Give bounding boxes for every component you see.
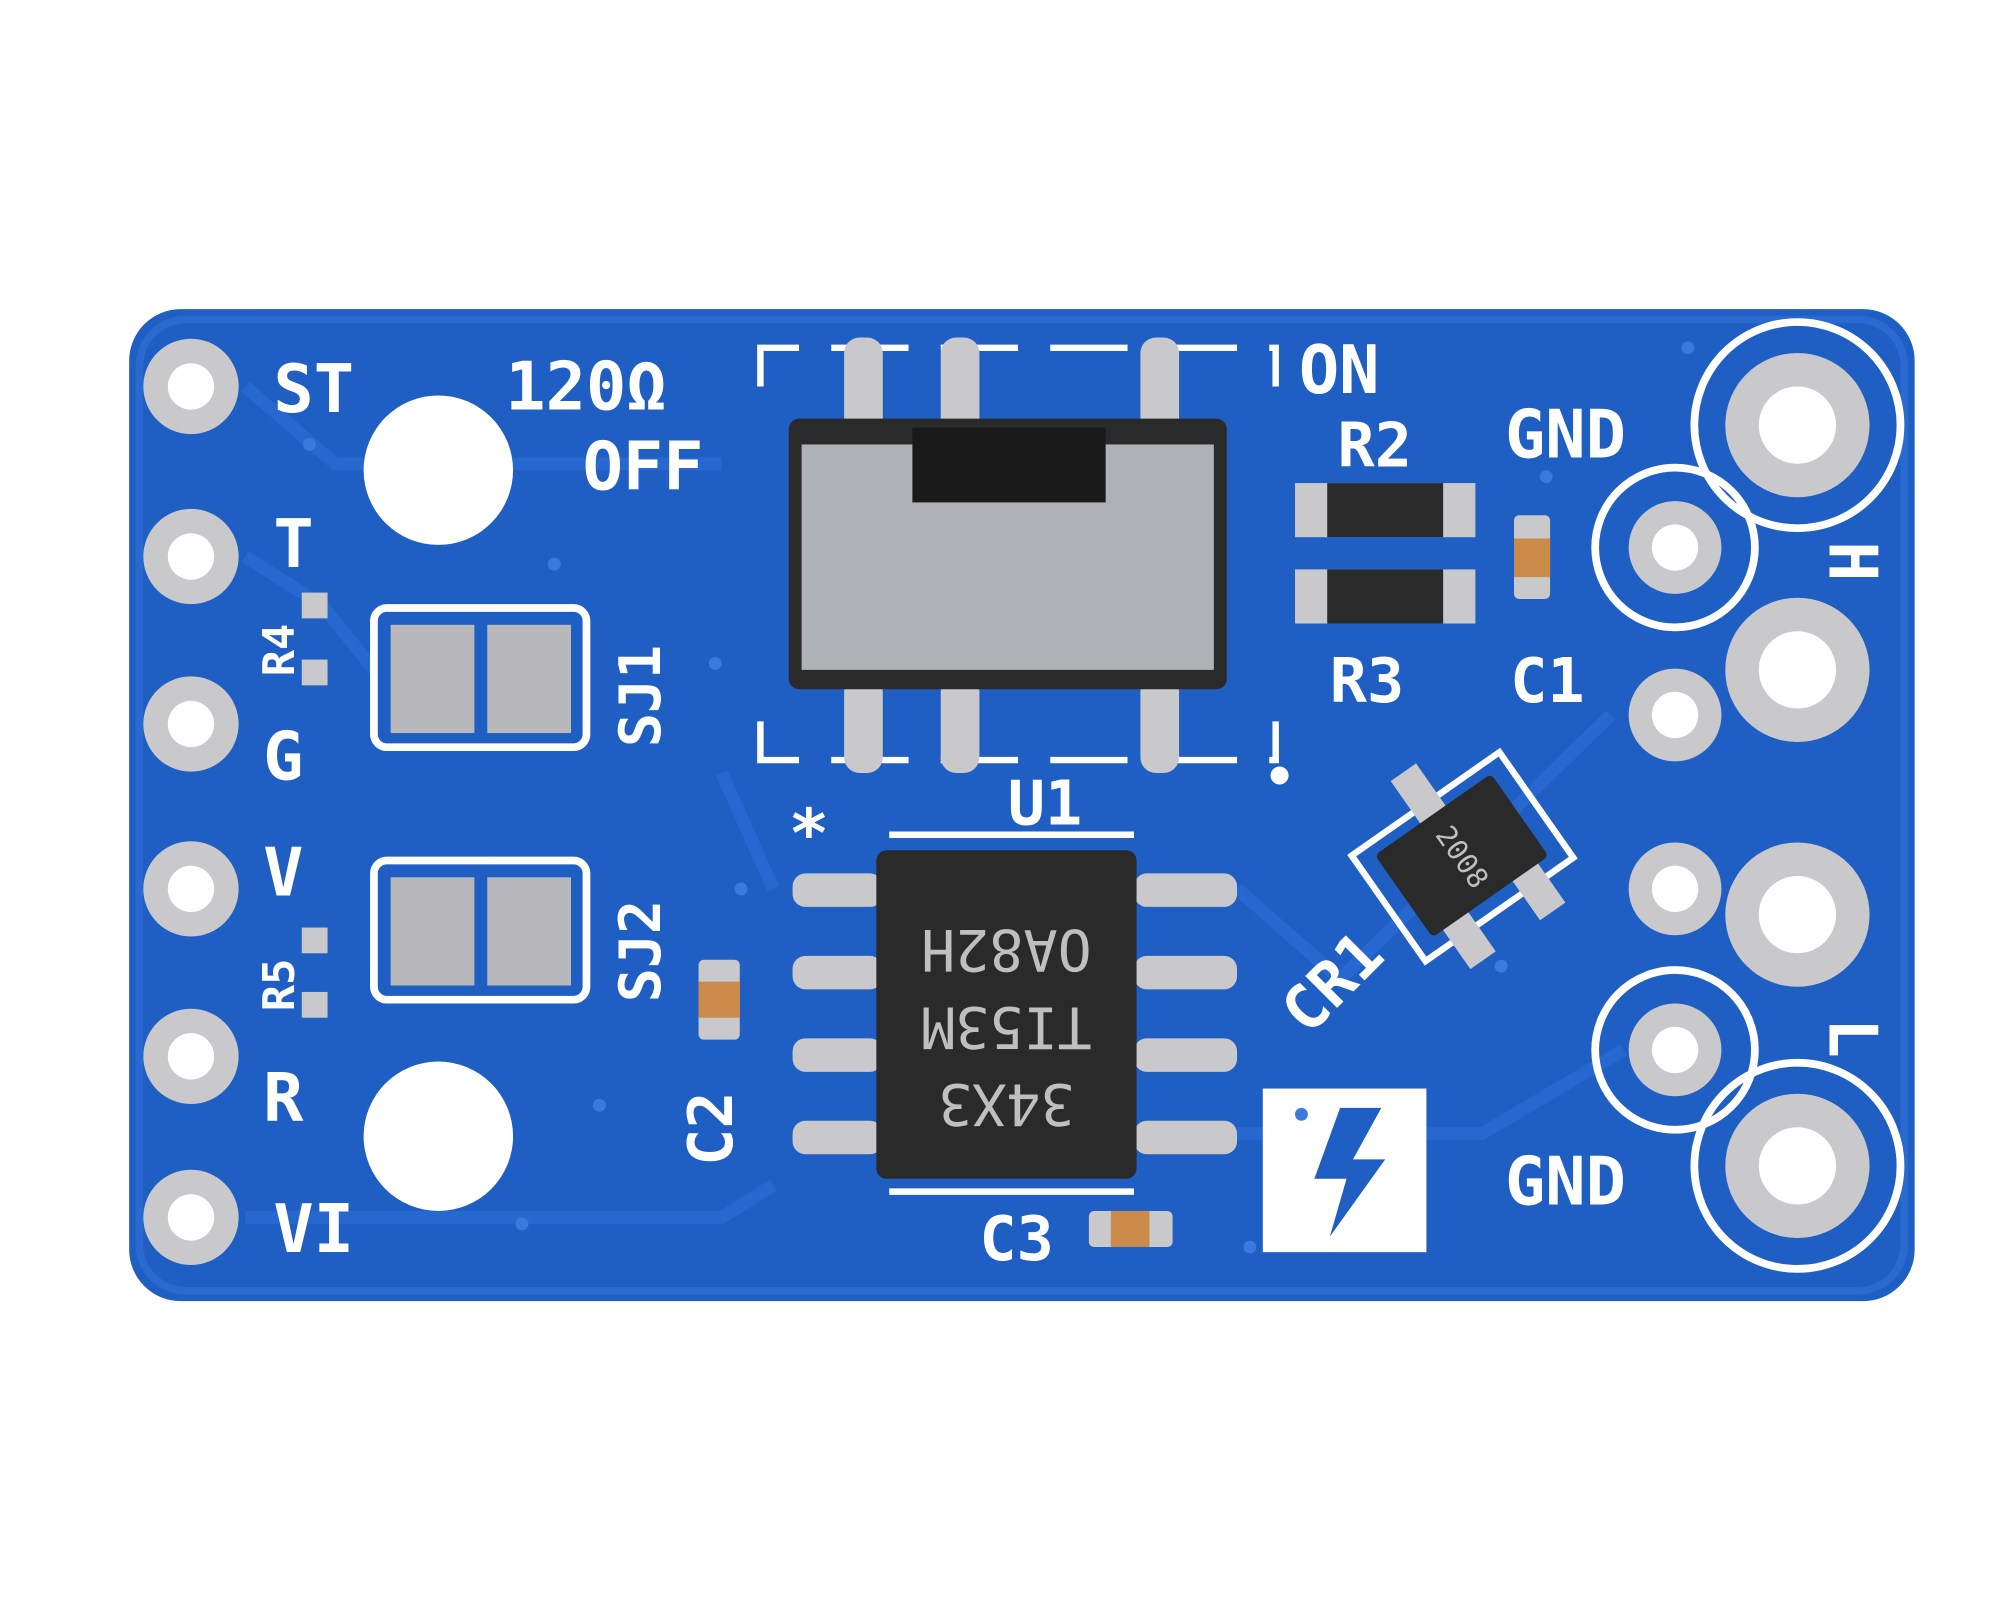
label-l: L (1814, 1018, 1892, 1058)
label-h: H (1814, 541, 1892, 581)
switch-label-on: ON (1299, 331, 1380, 409)
solder-jumper-sj2 (370, 856, 591, 1004)
mounting-hole-bottom (363, 1061, 514, 1211)
resistor-r3 (1295, 569, 1476, 624)
refdes-sj2: SJ2 (608, 900, 674, 1002)
pin-label-t: T (273, 505, 313, 583)
refdes-sj1: SJ1 (608, 645, 674, 747)
refdes-c1: C1 (1510, 645, 1584, 717)
refdes-c3: C3 (979, 1203, 1053, 1275)
label-gnd-bottom: GND (1505, 1143, 1626, 1221)
transistor-cr1: 2008 (1347, 747, 1578, 970)
capacitor-c2 (698, 959, 740, 1040)
label-gnd-top: GND (1505, 395, 1626, 473)
ic-marking-line1: 34X3 (938, 1071, 1074, 1137)
refdes-u1: U1 (1008, 767, 1082, 839)
pin-label-v: V (263, 833, 303, 911)
capacitor-c1 (1514, 515, 1551, 600)
pcb-board (129, 309, 1915, 1302)
refdes-r2: R2 (1338, 409, 1412, 481)
lightning-bolt-icon (1262, 1088, 1427, 1253)
switch-label-off: OFF (583, 428, 704, 506)
switch-actuator (912, 427, 1106, 503)
left-header-pads (143, 338, 239, 1266)
mounting-hole-top (363, 395, 514, 545)
refdes-r5: R5 (254, 959, 305, 1012)
pin-label-g: G (263, 717, 303, 795)
switch-label-120ohm: 120Ω (505, 348, 666, 426)
pin-label-vi: VI (273, 1190, 354, 1268)
ic-u1: 34X3 TI53M OA82H (792, 850, 1238, 1179)
right-connector-pads (1628, 352, 1870, 1239)
resistor-r2 (1295, 483, 1476, 538)
refdes-r3: R3 (1330, 645, 1404, 717)
pin-label-r: R (263, 1059, 304, 1137)
ic-marking-line2: TI53M (921, 993, 1092, 1059)
refdes-c2: C2 (675, 1091, 747, 1165)
slide-switch[interactable] (788, 337, 1227, 773)
refdes-r4: R4 (254, 624, 305, 677)
capacitor-c3 (1088, 1210, 1173, 1248)
solder-jumper-sj1 (370, 604, 591, 752)
pin1-marker: * (789, 795, 829, 873)
ic-marking-line3: OA82H (921, 916, 1092, 982)
pin-label-st: ST (273, 350, 354, 428)
